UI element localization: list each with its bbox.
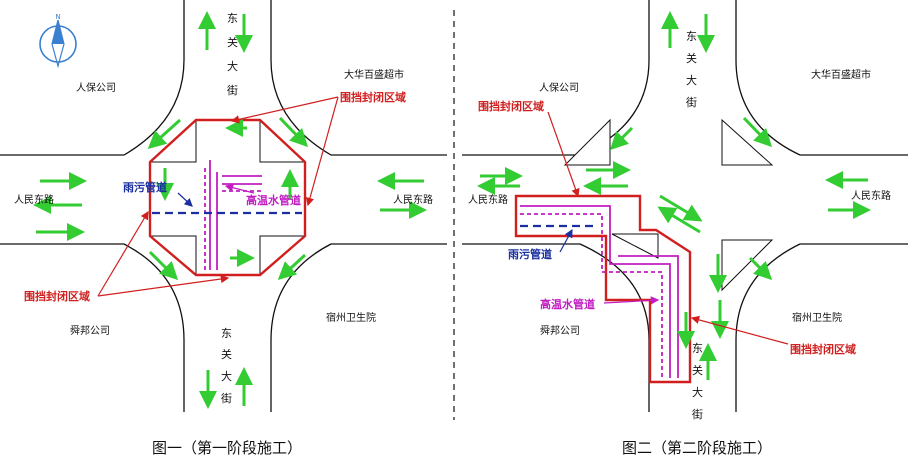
intersection-fig1 bbox=[150, 120, 305, 275]
svg-text:街: 街 bbox=[227, 83, 238, 97]
svg-text:关: 关 bbox=[692, 363, 703, 377]
svg-text:街: 街 bbox=[221, 391, 232, 405]
svg-text:关: 关 bbox=[221, 347, 232, 361]
svg-text:街: 街 bbox=[692, 407, 703, 421]
traffic-arrows-fig2 bbox=[477, 11, 871, 380]
svg-text:关: 关 bbox=[686, 51, 697, 65]
label-weisheng-fig2: 宿州卫生院 bbox=[792, 311, 842, 324]
label-renmin-east: 人民东路 bbox=[393, 193, 433, 206]
road-name-south-fig1: 东 关 大 街 bbox=[221, 327, 232, 405]
svg-text:东: 东 bbox=[221, 327, 232, 340]
svg-text:大: 大 bbox=[227, 59, 238, 73]
annotation-hot-water-fig1: 高温水管道 bbox=[246, 193, 301, 207]
label-renbao: 人保公司 bbox=[76, 81, 116, 94]
road-name-north-fig2: 东 关 大 街 bbox=[686, 30, 697, 109]
annotation-enclosure-top-fig2: 围挡封闭区域 bbox=[478, 99, 544, 113]
annotation-stormwater-fig2: 雨污管道 bbox=[508, 247, 552, 261]
svg-text:大: 大 bbox=[221, 369, 232, 383]
svg-text:大: 大 bbox=[692, 385, 703, 399]
figure-2: 人保公司 大华百盛超市 人民东路 人民东路 舜邦公司 宿州卫生院 东 关 大 街… bbox=[462, 0, 908, 457]
enclosure-boundary-fig1 bbox=[148, 118, 307, 277]
caption-fig2: 图二（第二阶段施工） bbox=[622, 439, 772, 457]
caption-fig1: 图一（第一阶段施工） bbox=[152, 439, 302, 457]
hot-water-pipe-fig1 bbox=[204, 160, 262, 270]
label-renbao-fig2: 人保公司 bbox=[539, 81, 579, 94]
label-renmin-east-fig2: 人民东路 bbox=[851, 189, 891, 202]
label-shunbang-fig2: 舜邦公司 bbox=[540, 324, 580, 337]
annotation-enclosure-bottom-fig2: 围挡封闭区域 bbox=[790, 342, 856, 356]
label-renmin-west: 人民东路 bbox=[14, 193, 54, 206]
traffic-arrows-fig1 bbox=[33, 11, 427, 409]
road-name-south-fig2: 东 关 大 街 bbox=[692, 342, 703, 421]
svg-text:关: 关 bbox=[227, 35, 238, 49]
compass-icon: N bbox=[39, 13, 77, 69]
svg-text:东: 东 bbox=[227, 12, 238, 25]
label-dahua: 大华百盛超市 bbox=[344, 68, 404, 81]
compass-letter: N bbox=[55, 13, 60, 21]
figure-1: N bbox=[0, 0, 447, 457]
svg-text:街: 街 bbox=[686, 95, 697, 109]
svg-text:大: 大 bbox=[686, 73, 697, 87]
annotation-enclosure-bottom-fig1: 围挡封闭区域 bbox=[24, 289, 90, 303]
hot-water-pipe-fig2 bbox=[520, 205, 679, 378]
enclosure-boundary-fig2 bbox=[514, 194, 692, 384]
annotation-hot-water-fig2: 高温水管道 bbox=[540, 297, 595, 311]
road-edges-fig2 bbox=[462, 0, 908, 412]
svg-text:东: 东 bbox=[692, 342, 703, 355]
label-weisheng: 宿州卫生院 bbox=[326, 311, 376, 324]
label-shunbang: 舜邦公司 bbox=[70, 324, 110, 337]
road-edges-fig1 bbox=[0, 0, 447, 412]
svg-text:东: 东 bbox=[686, 30, 697, 43]
label-renmin-west-fig2: 人民东路 bbox=[468, 193, 508, 206]
label-dahua-fig2: 大华百盛超市 bbox=[811, 68, 871, 81]
annotation-enclosure-top-fig1: 围挡封闭区域 bbox=[340, 90, 406, 104]
road-name-north-fig1: 东 关 大 街 bbox=[227, 12, 238, 97]
annotation-stormwater-fig1: 雨污管道 bbox=[123, 180, 167, 194]
traffic-islands-fig2 bbox=[563, 118, 774, 292]
